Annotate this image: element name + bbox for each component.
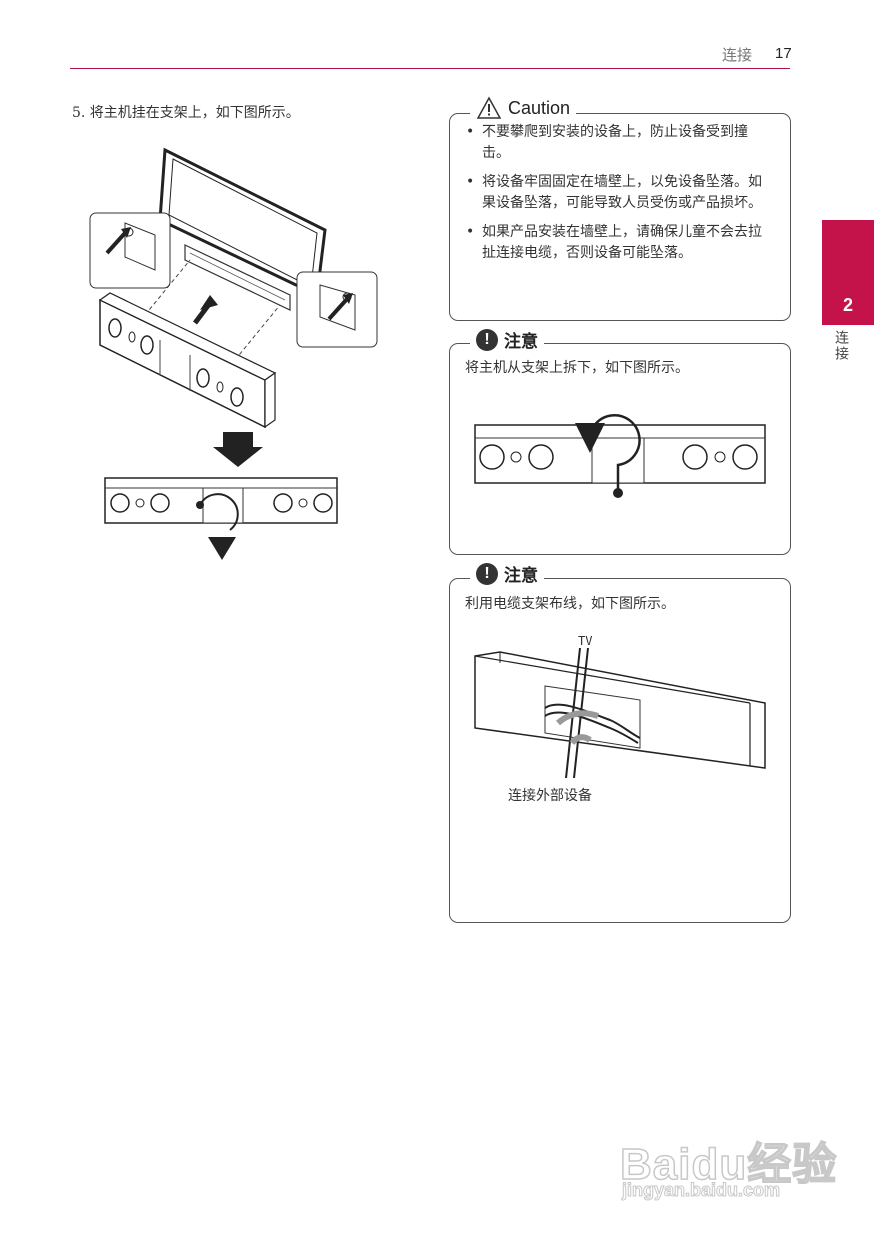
header-rule [70,68,790,69]
caution-item: 将设备牢固固定在墙壁上，以免设备坠落。如果设备坠落，可能导致人员受伤或产品损坏。 [464,172,774,214]
caution-header: Caution [470,96,577,120]
caution-item: 如果产品安装在墙壁上，请确保儿童不会去拉扯连接电缆，否则设备可能坠落。 [464,222,774,264]
cable-holder-illustration [474,648,766,779]
caution-title: Caution [508,97,571,118]
exclamation-icon: ! [476,328,498,351]
tv-label: TV [578,634,593,648]
caution-item: 不要攀爬到安装的设备上，防止设备受到撞击。 [464,122,774,164]
note-remove-text: 将主机从支架上拆下，如下图所示。 [465,360,689,376]
chapter-label: 连接 [833,330,849,362]
remove-soundbar-illustration [474,414,766,498]
watermark-url: jingyan.baidu.com [621,1180,781,1201]
mount-illustration [89,147,378,560]
exclamation-icon: ! [476,562,498,585]
note-title: 注意 [504,566,538,586]
warning-triangle-icon [476,96,502,119]
chapter-number: 2 [842,295,853,315]
watermark-logo: Baidu经验 [619,1139,838,1190]
header-section-title: 连接 [722,46,753,64]
external-device-label: 连接外部设备 [508,788,592,804]
caution-list: 不要攀爬到安装的设备上，防止设备受到撞击。 将设备牢固固定在墙壁上，以免设备坠落… [464,122,774,272]
note-cable-text: 利用电缆支架布线，如下图所示。 [465,596,675,612]
page-number: 17 [775,45,792,62]
note-header-remove: ! 注意 [470,327,544,352]
note-header-cable: ! 注意 [470,561,544,586]
step-5-text: 5. 将主机挂在支架上，如下图所示。 [72,105,300,121]
note-title: 注意 [504,332,538,352]
chapter-tab [822,220,874,325]
